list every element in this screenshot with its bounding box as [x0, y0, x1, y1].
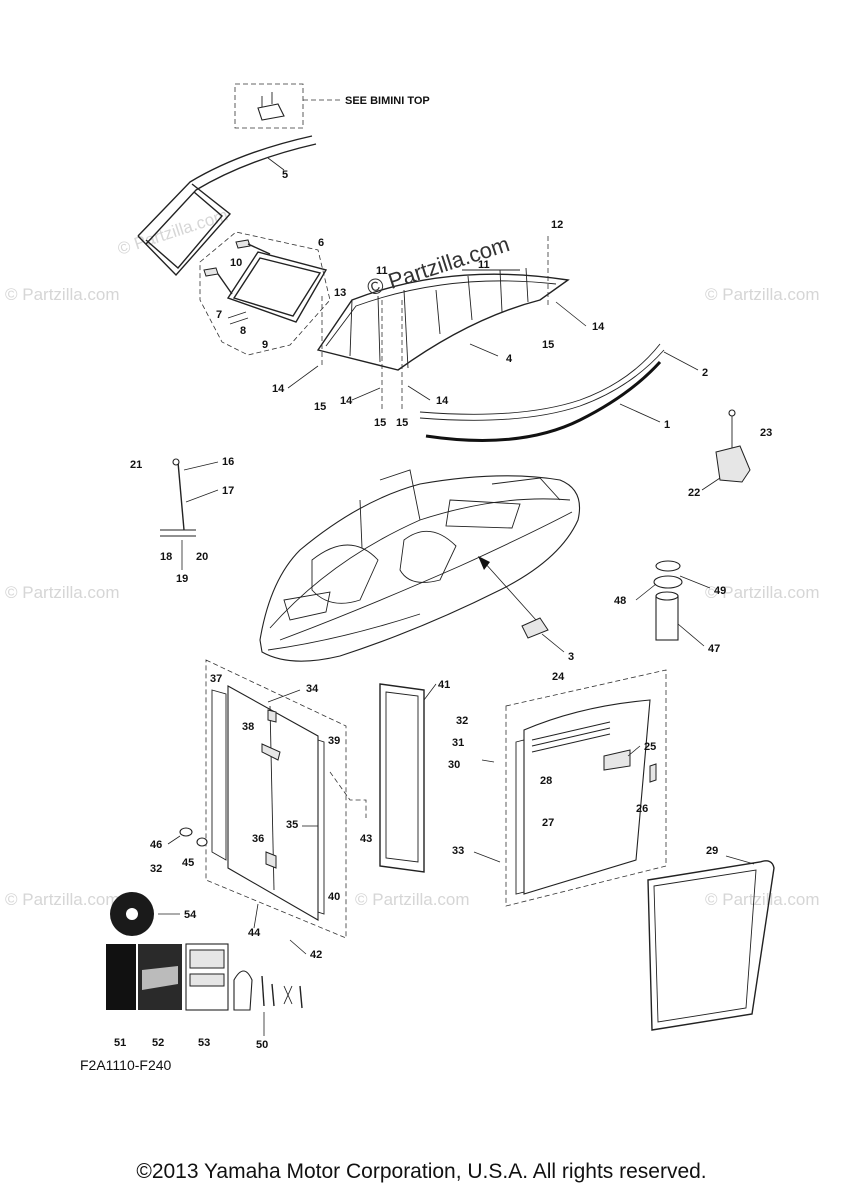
- callout-52: 52: [152, 1037, 164, 1049]
- callout-20: 20: [196, 551, 208, 563]
- callout-1: 1: [664, 419, 670, 431]
- callout-6: 6: [318, 237, 324, 249]
- callout-13: 13: [334, 287, 346, 299]
- storage-door-left: 37 34 38 39 35 36 43 40 44 42: [205, 659, 372, 961]
- callout-12: 12: [551, 219, 563, 231]
- callout-14d: 14: [592, 321, 605, 333]
- diagram-code: F2A1110-F240: [80, 1057, 172, 1073]
- callout-35: 35: [286, 819, 298, 831]
- callout-44: 44: [248, 927, 261, 939]
- windshield-frame: 5: [137, 135, 317, 277]
- callout-11: 11: [376, 265, 388, 277]
- callout-29: 29: [706, 845, 718, 857]
- callout-15d: 15: [542, 339, 554, 351]
- callout-4: 4: [506, 353, 513, 365]
- callout-32: 32: [150, 863, 162, 875]
- callout-28: 28: [540, 775, 552, 787]
- callout-21: 21: [130, 459, 142, 471]
- callout-37: 37: [210, 673, 222, 685]
- owner-disc: 54: [110, 892, 197, 936]
- callout-30: 30: [448, 759, 460, 771]
- callout-15b: 15: [374, 417, 386, 429]
- watermark: © Partzilla.com: [705, 890, 820, 909]
- callout-48: 48: [614, 595, 626, 607]
- callout-23: 23: [760, 427, 772, 439]
- watermark: © Partzilla.com: [355, 890, 470, 909]
- callout-14c: 14: [436, 395, 449, 407]
- callout-47: 47: [708, 643, 720, 655]
- callout-8: 8: [240, 325, 246, 337]
- callout-27: 27: [542, 817, 554, 829]
- callout-18: 18: [160, 551, 172, 563]
- side-window-assembly: 6 10 7 8 9: [199, 231, 331, 356]
- callout-31: 31: [452, 737, 464, 749]
- callout-41: 41: [438, 679, 450, 691]
- callout-53: 53: [198, 1037, 210, 1049]
- cup-holder: 49 48 47: [614, 560, 726, 655]
- watermark: © Partzilla.com: [5, 285, 120, 304]
- callout-15: 15: [314, 401, 326, 413]
- callout-7: 7: [216, 309, 222, 321]
- callout-14b: 14: [340, 395, 353, 407]
- callout-32b: 32: [456, 715, 468, 727]
- callout-19: 19: [176, 573, 188, 585]
- watermark: © Partzilla.com: [705, 583, 820, 602]
- callout-34: 34: [306, 683, 319, 695]
- watermark: © Partzilla.com: [5, 583, 120, 602]
- callout-26: 26: [636, 803, 648, 815]
- bimini-reference: SEE BIMINI TOP: [234, 83, 430, 129]
- callout-14: 14: [272, 383, 285, 395]
- cleat: 23 22: [688, 409, 772, 499]
- cover-frame: 29: [647, 845, 775, 1031]
- callout-42: 42: [310, 949, 322, 961]
- door-hardware-left: 46 32 45: [150, 827, 208, 875]
- callout-22: 22: [688, 487, 700, 499]
- watermark: © Partzilla.com: [5, 890, 120, 909]
- rub-rail: 1 2: [419, 343, 708, 442]
- callout-36: 36: [252, 833, 264, 845]
- storage-door-right: 24 32 31 30 25 28 26 27 33: [448, 669, 667, 907]
- callout-2: 2: [702, 367, 708, 379]
- callout-54: 54: [184, 909, 197, 921]
- callout-11b: 11: [478, 259, 490, 271]
- door-seal: 41: [379, 679, 450, 873]
- callout-10: 10: [230, 257, 242, 269]
- callout-39: 39: [328, 735, 340, 747]
- callout-46: 46: [150, 839, 162, 851]
- callout-50: 50: [256, 1039, 268, 1051]
- flag-pole: 21 16 17 18 20 19: [130, 456, 234, 585]
- callout-38: 38: [242, 721, 254, 733]
- windshield: 4 11 11 12 13 14 14 14 14 15 15 15 15: [272, 219, 605, 429]
- callout-9: 9: [262, 339, 268, 351]
- callout-3: 3: [568, 651, 574, 663]
- callout-49: 49: [714, 585, 726, 597]
- callout-24: 24: [552, 671, 565, 683]
- callout-45: 45: [182, 857, 194, 869]
- watermark: © Partzilla.com: [705, 285, 820, 304]
- callout-16: 16: [222, 456, 234, 468]
- callout-25: 25: [644, 741, 656, 753]
- callout-15c: 15: [396, 417, 408, 429]
- callout-40: 40: [328, 891, 340, 903]
- copyright-notice: ©2013 Yamaha Motor Corporation, U.S.A. A…: [136, 1160, 707, 1183]
- boat-hull: 3: [259, 469, 581, 663]
- callout-51: 51: [114, 1037, 126, 1049]
- callout-43: 43: [360, 833, 372, 845]
- see-bimini-label: SEE BIMINI TOP: [345, 95, 430, 107]
- callout-5: 5: [282, 169, 288, 181]
- manuals-and-tools: 51 52 53 50: [106, 943, 303, 1051]
- callout-17: 17: [222, 485, 234, 497]
- callout-33: 33: [452, 845, 464, 857]
